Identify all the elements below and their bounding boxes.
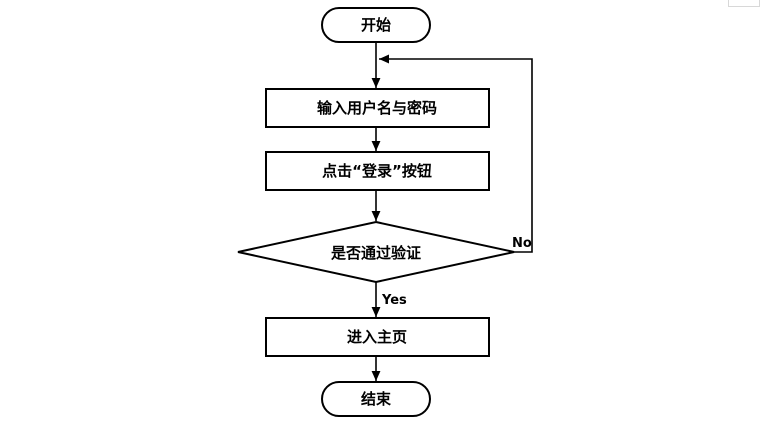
click-login-label: 点击“登录”按钮 [322, 162, 432, 180]
input-credentials-node: 输入用户名与密码 [265, 88, 490, 128]
start-node: 开始 [321, 7, 431, 43]
decision-label: 是否通过验证 [330, 244, 421, 262]
enter-home-node: 进入主页 [265, 317, 490, 357]
yes-label: Yes [381, 293, 407, 308]
no-loop-connector [379, 54, 533, 253]
no-label: No [512, 236, 532, 251]
end-node: 结束 [321, 381, 431, 417]
click-login-node: 点击“登录”按钮 [265, 151, 490, 191]
corner-frame [728, 0, 760, 7]
end-label: 结束 [361, 390, 392, 408]
decision-node: 是否通过验证 [237, 220, 515, 284]
enter-home-label: 进入主页 [347, 328, 407, 346]
start-label: 开始 [361, 16, 391, 34]
input-credentials-label: 输入用户名与密码 [317, 99, 437, 117]
